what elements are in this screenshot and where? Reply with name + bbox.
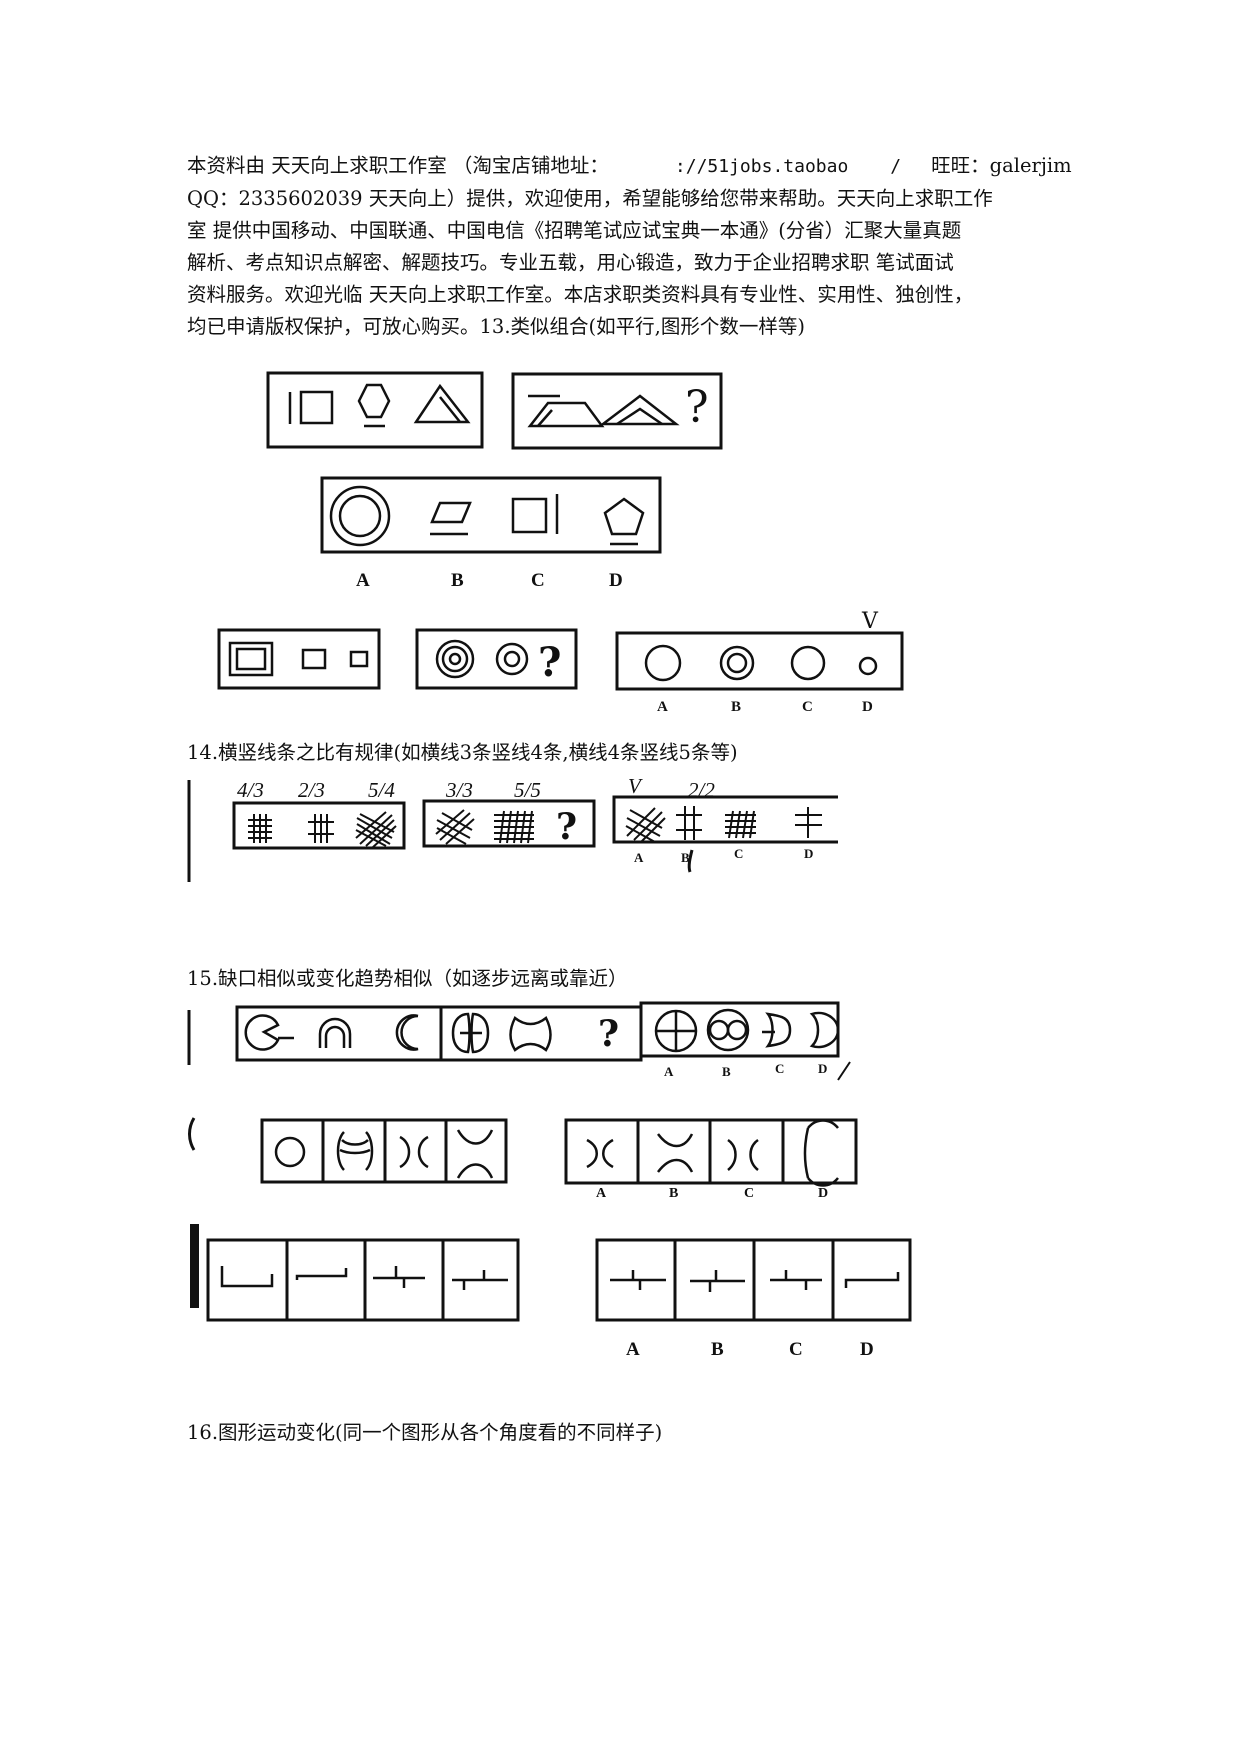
- heading-14: 14.横竖线条之比有规律(如横线3条竖线4条,横线4条竖线5条等): [187, 741, 738, 764]
- q15-options-panel-2: [564, 1118, 858, 1187]
- option-c: C: [802, 699, 813, 715]
- pen-mark: [837, 1061, 851, 1081]
- svg-text:2/3: 2/3: [298, 778, 325, 802]
- intro-line-3: 室 提供中国移动、中国联通、中国电信《招聘笔试应试宝典一本通》(分省）汇聚大量真…: [187, 219, 962, 242]
- pen-mark: [687, 849, 694, 873]
- intro-line-1: 本资料由 天天向上求职工作室 （淘宝店铺地址：://51jobs.taobao/…: [187, 154, 1072, 177]
- svg-text:5/4: 5/4: [368, 778, 395, 802]
- scan-edge: [188, 1117, 196, 1151]
- heading-16: 16.图形运动变化(同一个图形从各个角度看的不同样子): [187, 1421, 663, 1444]
- svg-text:3/3: 3/3: [445, 778, 473, 802]
- option-d: D: [609, 570, 623, 591]
- q15-options-panel-1: [639, 1001, 840, 1058]
- svg-text:4/3: 4/3: [237, 778, 264, 802]
- intro-paragraph: 本资料由 天天向上求职工作室 （淘宝店铺地址：://51jobs.taobao/…: [187, 150, 1147, 343]
- option-a: A: [626, 1339, 640, 1360]
- q13-question-panel-3: [217, 628, 381, 690]
- option-b: B: [681, 850, 690, 865]
- svg-text:V: V: [628, 774, 643, 798]
- q14-question-panel-1: [232, 801, 406, 850]
- scan-edge: [190, 1224, 199, 1308]
- option-c: C: [789, 1339, 803, 1360]
- option-a: A: [664, 1064, 674, 1079]
- shop-url: ://51jobs.taobao: [674, 156, 849, 177]
- option-c: C: [744, 1186, 754, 1201]
- option-a: A: [596, 1186, 607, 1201]
- option-a: A: [356, 570, 370, 591]
- q14-annotations: 4/3 2/3 5/4 3/3 5/5 V 2/2: [237, 774, 715, 802]
- heading-15: 15.缺口相似或变化趋势相似（如逐步远离或靠近）: [187, 967, 628, 990]
- q15-question-panel-4: [206, 1238, 520, 1322]
- option-b: B: [731, 699, 741, 715]
- option-d: D: [804, 846, 813, 861]
- option-d: D: [818, 1186, 828, 1201]
- option-d: D: [862, 699, 873, 715]
- option-d: D: [860, 1339, 874, 1360]
- question-mark: ?: [685, 382, 709, 433]
- q15-question-panel-1: [235, 1005, 443, 1062]
- intro-line-6: 均已申请版权保护，可放心购买。13.类似组合(如平行,图形个数一样等): [187, 315, 805, 338]
- intro-line-2: QQ：2335602039 天天向上）提供，欢迎使用，希望能够给您带来帮助。天天…: [187, 187, 993, 210]
- q13-options-panel-1: [320, 476, 662, 554]
- check-mark: V: [861, 609, 879, 634]
- option-d: D: [818, 1061, 827, 1076]
- q13-options-panel-2: [615, 631, 904, 691]
- option-b: B: [669, 1186, 678, 1201]
- q15-question-panel-2: ?: [439, 1005, 643, 1062]
- option-b: B: [711, 1339, 724, 1360]
- option-a: A: [657, 699, 668, 715]
- q13-question-panel-1: [266, 371, 484, 449]
- svg-text:5/5: 5/5: [514, 778, 541, 802]
- q13-question-panel-2: ?: [511, 372, 723, 450]
- option-b: B: [722, 1064, 731, 1079]
- option-c: C: [775, 1061, 784, 1076]
- q15-question-panel-3: [260, 1118, 508, 1184]
- option-b: B: [451, 570, 464, 591]
- option-c: C: [531, 570, 545, 591]
- option-c: C: [734, 846, 743, 861]
- q14-question-panel-2: ?: [422, 799, 596, 848]
- q15-options-panel-3: [595, 1238, 912, 1322]
- question-mark: ?: [598, 1013, 619, 1055]
- q14-options-panel: [612, 795, 838, 844]
- question-mark: ?: [538, 639, 561, 686]
- intro-line-5: 资料服务。欢迎光临 天天向上求职工作室。本店求职类资料具有专业性、实用性、独创性…: [187, 283, 974, 306]
- q13-question-panel-4: ?: [415, 628, 578, 690]
- question-mark: ?: [556, 806, 577, 848]
- intro-line-4: 解析、考点知识点解密、解题技巧。专业五载，用心锻造，致力于企业招聘求职 笔试面试: [187, 251, 954, 274]
- option-a: A: [634, 850, 644, 865]
